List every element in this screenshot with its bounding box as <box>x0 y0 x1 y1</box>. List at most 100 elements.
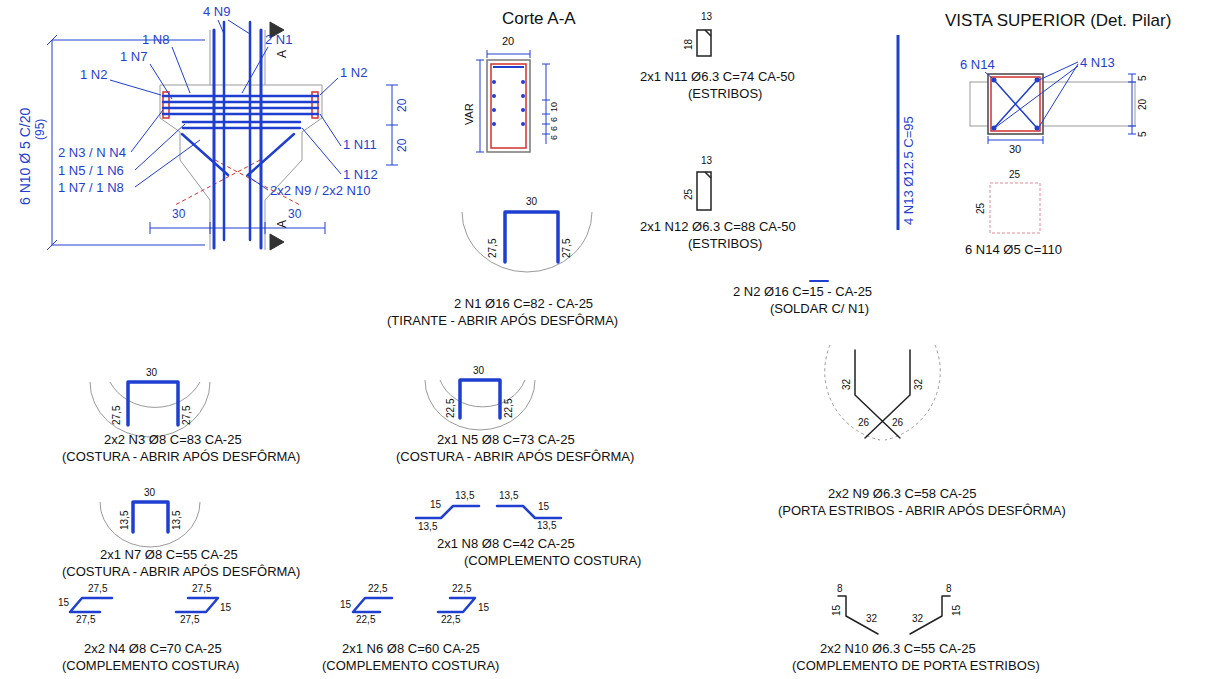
dimension-label: 30 <box>144 488 155 498</box>
drawing-line <box>150 222 325 234</box>
rotated-label: A <box>276 220 288 228</box>
drawing-line <box>487 50 530 58</box>
drawing-line <box>270 234 284 250</box>
dimension-label: 30 <box>1009 144 1021 155</box>
callout-label: 2 N3 / N N4 <box>58 146 126 159</box>
dimension-label: 27,5 <box>180 615 199 625</box>
drawing-line <box>492 94 496 98</box>
dimension-label: 15 <box>58 598 69 608</box>
drawing-line <box>990 183 1040 233</box>
callout-label: (COMPLEMENTO COSTURA) <box>62 659 239 672</box>
bend-circles <box>90 212 940 547</box>
callout-label: 1 N7 / 1 N8 <box>58 181 124 194</box>
drawing-line <box>133 502 168 532</box>
leader-lines <box>110 20 341 190</box>
drawing-line <box>163 96 318 114</box>
drawing-line <box>416 506 479 518</box>
rotated-label: 20 <box>1138 99 1148 110</box>
drawing-line <box>521 94 525 98</box>
drawing-line <box>175 160 300 205</box>
stirrup-icons <box>697 30 711 210</box>
drawing-line <box>492 80 496 84</box>
drawing-line <box>992 126 997 131</box>
rotated-label: 6 <box>550 135 559 140</box>
callout-label: 1 N12 <box>343 168 378 181</box>
callout-label: (COMPLEMENTO COSTURA) <box>322 659 499 672</box>
drawing-line <box>492 122 496 126</box>
callout-label: (COMPLEMENTO COSTURA) <box>464 554 641 567</box>
drawing-line <box>242 47 341 174</box>
callout-label: 2x2 N9 / 2x2 N10 <box>270 184 370 197</box>
drawing-line <box>476 60 484 152</box>
callout-label: 2x1 N5 Ø8 C=73 CA-25 <box>437 433 575 446</box>
drawing-line <box>697 30 711 56</box>
drawing-line <box>131 110 268 190</box>
bent-bars <box>128 212 828 532</box>
callout-label: 2x1 N12 Ø6.3 C=88 CA-50 <box>640 220 796 233</box>
drawing-line <box>521 80 525 84</box>
thin-bars <box>70 350 950 634</box>
dimension-label: 32 <box>866 614 877 624</box>
drawing-line <box>492 108 496 112</box>
drawing-line <box>353 598 392 612</box>
drawing-line <box>47 35 205 250</box>
dimension-label: 13,5 <box>537 521 556 531</box>
callout-label: (PORTA ESTRIBOS - ABRIR APÓS DESFÔRMA) <box>778 504 1066 517</box>
drawing-line <box>438 598 475 612</box>
callout-label: 2x1 N8 Ø8 C=42 CA-25 <box>437 537 575 550</box>
dimension-label: 13,5 <box>418 522 437 532</box>
drawing-line <box>521 122 525 126</box>
drawing-line <box>988 136 1043 144</box>
drawing-line <box>1035 126 1040 131</box>
dimension-label: 15 <box>430 500 441 510</box>
rotated-label: 5 <box>1138 131 1148 137</box>
rotated-label: A <box>276 50 288 58</box>
drawing-line <box>542 64 550 144</box>
callout-label: 1 N8 <box>142 33 169 46</box>
dimension-label: 8 <box>946 584 952 594</box>
rotated-label: 10 <box>550 102 559 112</box>
rotated-label: 20 <box>396 99 408 112</box>
rotated-label: 32 <box>914 379 924 390</box>
rotated-label: 27,5 <box>182 406 192 425</box>
drawing-line <box>110 47 190 99</box>
callout-label: (COSTURA - ABRIR APÓS DESFÔRMA) <box>62 565 300 578</box>
drawing-line <box>425 380 535 430</box>
dimension-label: 13,5 <box>455 491 474 501</box>
rotated-label: 6 N10 Ø 5 C/20 <box>18 108 32 205</box>
concrete-outline <box>160 30 322 250</box>
drawing-line <box>985 62 1078 127</box>
callout-label: 1 N5 / 1 N6 <box>58 164 124 177</box>
drawing-line <box>988 74 1043 134</box>
callout-label: 6 N14 Ø5 C=110 <box>965 243 1062 256</box>
straight-bar <box>897 35 900 230</box>
dimension-label: 22,5 <box>368 584 387 594</box>
drawing-line <box>825 345 940 440</box>
callout-label: 2x2 N9 Ø6.3 C=58 CA-25 <box>828 487 977 500</box>
callout-label: 1 N7 <box>120 50 147 63</box>
drawing-line <box>128 382 178 425</box>
callout-label: Corte A-A <box>502 10 576 27</box>
rotated-label: 25 <box>976 203 986 214</box>
callout-label: 2 N1 Ø16 C=82 - CA-25 <box>454 297 593 310</box>
callout-label: VISTA SUPERIOR (Det. Pilar) <box>945 12 1171 29</box>
dimension-label: 22,5 <box>356 615 375 625</box>
drawing-line <box>462 212 592 272</box>
dimension-label: 13,5 <box>499 491 518 501</box>
dimension-label: 15 <box>538 502 549 512</box>
rotated-label: 27,5 <box>488 239 498 258</box>
rotated-label: 13,5 <box>120 511 130 530</box>
rotated-label: 27,5 <box>112 406 122 425</box>
callout-label: 2x2 N4 Ø8 C=70 CA-25 <box>84 642 222 655</box>
dimension-lines <box>47 35 398 250</box>
rotated-label: 6 <box>550 126 559 131</box>
drawing-line <box>224 22 250 240</box>
drawing-line <box>838 596 950 634</box>
callout-label: 2x1 N7 Ø8 C=55 CA-25 <box>100 548 238 561</box>
rotated-label: VAR <box>464 103 475 125</box>
drawing-line <box>505 212 558 262</box>
top-view <box>970 62 1136 233</box>
callout-label: 1 N11 <box>343 138 377 151</box>
callout-label: 2x2 N3 Ø8 C=83 CA-25 <box>104 433 242 446</box>
